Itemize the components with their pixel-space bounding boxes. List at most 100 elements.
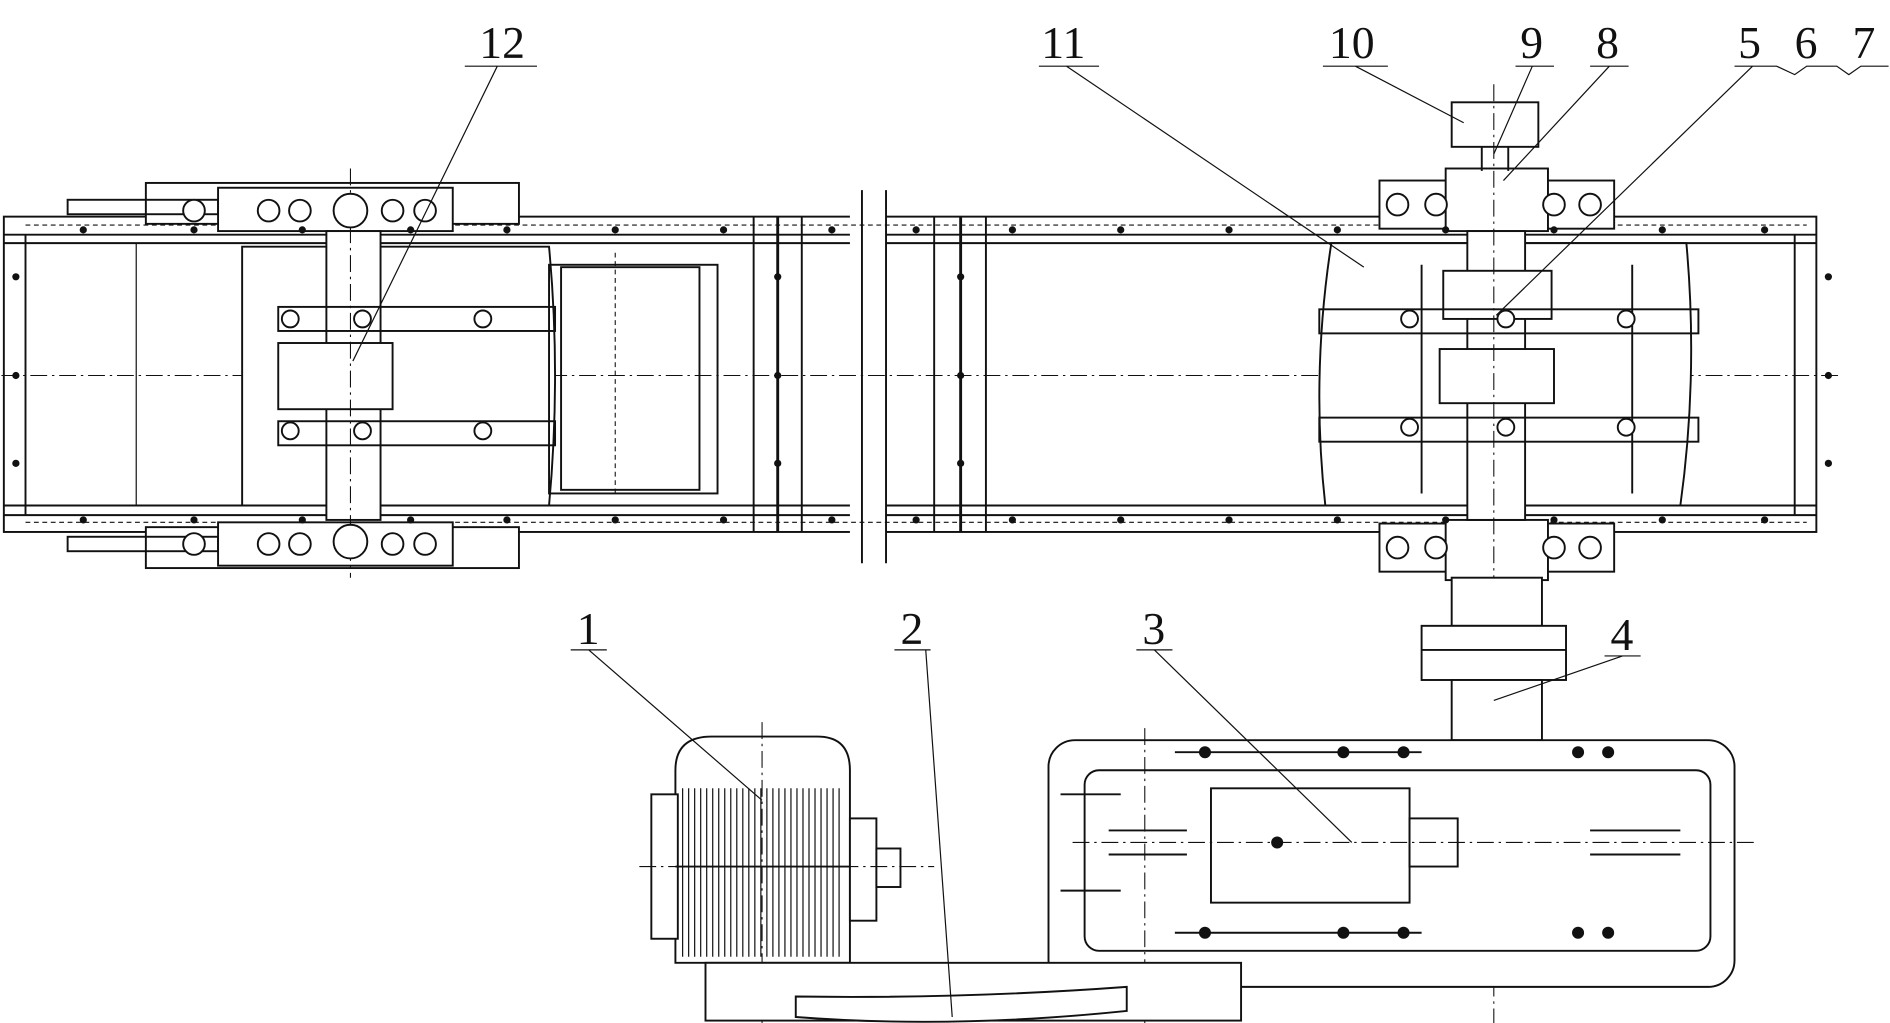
bolt — [1550, 516, 1558, 524]
bolt — [1824, 459, 1833, 467]
bolt — [407, 226, 415, 234]
bolt — [473, 309, 493, 329]
bolt — [256, 532, 281, 556]
bolt — [12, 459, 20, 467]
bolt — [719, 226, 728, 234]
bolt — [774, 459, 782, 467]
label-1: 1 — [577, 603, 600, 654]
bolt — [1496, 417, 1516, 437]
motor-cooling-fins — [682, 788, 840, 957]
label-11: 11 — [1041, 17, 1085, 68]
bolt — [503, 226, 511, 234]
label-3: 3 — [1142, 603, 1165, 654]
bolt — [1225, 516, 1233, 524]
component-10-box — [1450, 101, 1540, 148]
bolt — [1442, 516, 1450, 524]
bolt — [280, 421, 300, 441]
bolt — [611, 516, 619, 524]
bolt — [380, 198, 405, 223]
tail-sprocket-assembly — [66, 168, 719, 578]
base-plate — [704, 961, 1243, 1023]
label-6: 6 — [1795, 17, 1818, 68]
bolt — [1550, 226, 1558, 234]
bolts — [12, 192, 1833, 939]
label-9: 9 — [1520, 17, 1543, 68]
bolt — [182, 198, 206, 223]
motor — [639, 722, 935, 1023]
bolt — [1198, 926, 1211, 939]
bolt — [407, 516, 415, 524]
bolt — [774, 371, 782, 380]
bolt — [1542, 192, 1566, 217]
bolt — [1824, 371, 1833, 380]
bolt — [1572, 746, 1585, 759]
bolt — [1337, 926, 1350, 939]
bolt — [380, 532, 405, 556]
bolt — [1385, 535, 1410, 560]
bolt — [1616, 417, 1636, 437]
bolt — [1572, 926, 1585, 939]
bolt — [774, 273, 782, 281]
bolt — [1760, 226, 1769, 234]
bolt — [1225, 226, 1233, 234]
bolt — [1616, 309, 1636, 329]
bolt — [12, 371, 20, 380]
bolt — [1198, 746, 1211, 759]
head-sprocket-assembly — [1318, 84, 1700, 1023]
bolt — [1442, 226, 1450, 234]
bolt — [503, 516, 511, 524]
bolt — [182, 532, 206, 556]
bolt — [828, 226, 836, 234]
bolt — [12, 273, 20, 281]
bolt — [280, 309, 300, 329]
label-2: 2 — [900, 603, 923, 654]
bolt — [828, 516, 836, 524]
bolt — [1602, 926, 1615, 939]
label-10: 10 — [1329, 17, 1375, 68]
leader-lines — [352, 65, 1889, 1018]
bolt — [1117, 226, 1125, 234]
bolt — [1542, 535, 1566, 560]
bolt — [719, 516, 728, 524]
bolt — [298, 516, 306, 524]
bolt — [1397, 926, 1410, 939]
bolt — [1424, 535, 1448, 560]
bolt — [1424, 192, 1448, 217]
bolt — [190, 226, 198, 234]
bolt — [1760, 516, 1769, 524]
bolt — [1333, 226, 1341, 234]
reducer — [1047, 728, 1759, 1023]
label-7: 7 — [1852, 17, 1875, 68]
bolt — [190, 516, 198, 524]
bolt — [1602, 746, 1615, 759]
bolt — [1578, 535, 1602, 560]
bolt — [1337, 746, 1350, 759]
bolt — [1271, 836, 1284, 849]
coupling — [1420, 576, 1567, 742]
bolt — [1658, 516, 1666, 524]
label-4: 4 — [1611, 609, 1634, 660]
label-12: 12 — [479, 17, 525, 68]
bolt — [353, 421, 372, 441]
bolt — [79, 516, 87, 524]
bolt — [353, 309, 372, 329]
bolt — [1496, 309, 1516, 329]
bolt — [1008, 516, 1017, 524]
bolt — [79, 226, 87, 234]
bolt — [611, 226, 619, 234]
bolt — [1008, 226, 1017, 234]
bolt — [1385, 192, 1410, 217]
label-8: 8 — [1596, 17, 1619, 68]
bolt — [1658, 226, 1666, 234]
bolt — [413, 532, 437, 556]
bolt — [256, 198, 281, 223]
bolt — [288, 198, 312, 223]
bolt — [1578, 192, 1602, 217]
bolt — [912, 226, 920, 234]
bolt — [957, 459, 965, 467]
bolt — [957, 273, 965, 281]
bolt — [1824, 273, 1833, 281]
bolt — [912, 516, 920, 524]
